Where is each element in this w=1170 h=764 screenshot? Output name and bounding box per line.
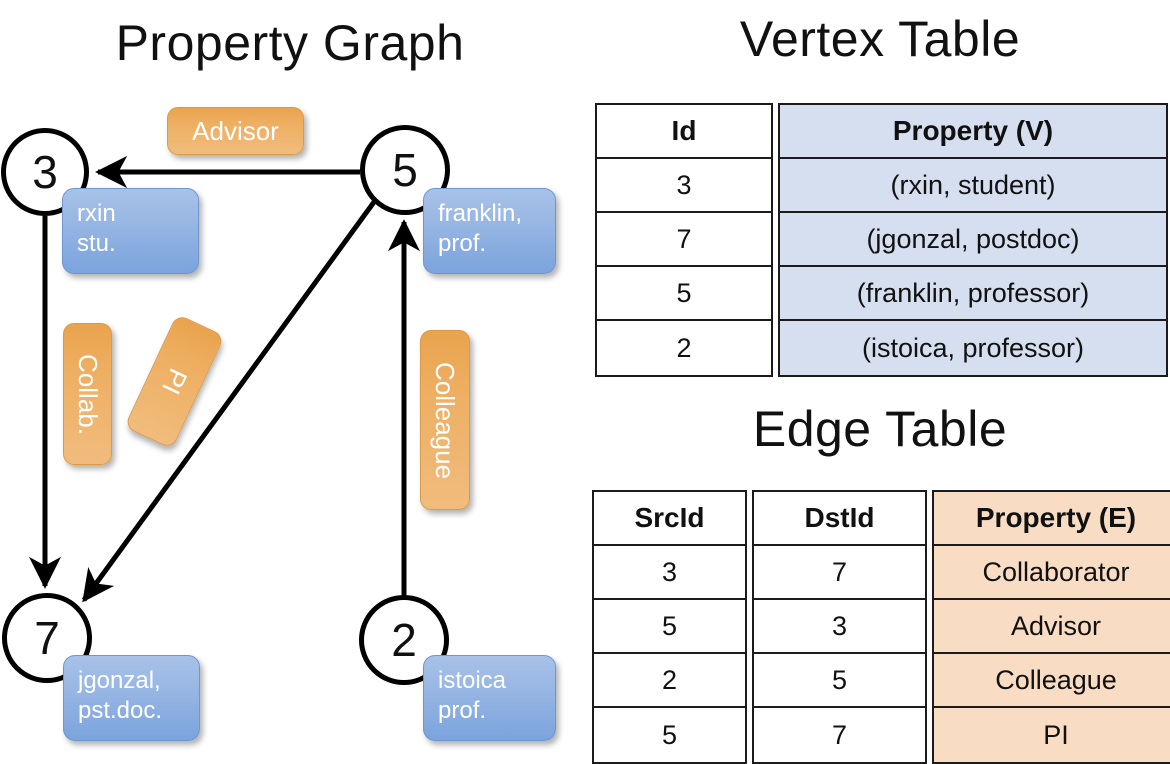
graph-node-5-label: 5 [392, 144, 418, 196]
page-title-property-graph: Property Graph [115, 15, 465, 71]
page-title-vertex-table: Vertex Table [739, 11, 1021, 67]
edge-table-column-dstid: DstId 7 3 5 7 [752, 490, 927, 764]
edge-table-column-property: Property (E) Collaborator Advisor Collea… [932, 490, 1170, 764]
graph-node-7-label: 7 [34, 612, 60, 664]
table-row: (franklin, professor) [780, 267, 1166, 321]
table-row: Advisor [934, 600, 1170, 654]
graph-edge-lines [28, 155, 421, 603]
table-row: 3 [754, 600, 925, 654]
table-row: 5 [597, 267, 771, 321]
edge-table: SrcId 3 5 2 5 DstId 7 3 5 7 Property (E)… [592, 490, 1170, 764]
table-row: Collaborator [934, 546, 1170, 600]
table-row: 3 [594, 546, 745, 600]
vertex-table: Id 3 7 5 2 Property (V) (rxin, student) … [595, 103, 1168, 377]
graph-node-3-label: 3 [32, 146, 58, 198]
edge-table-column-srcid: SrcId 3 5 2 5 [592, 490, 747, 764]
table-row: 7 [597, 213, 771, 267]
table-row: 3 [597, 159, 771, 213]
edge-label-colleague: Colleague [420, 330, 470, 510]
graph-node-2[interactable]: 2 [359, 595, 449, 685]
vertex-table-header-property: Property (V) [780, 105, 1166, 159]
edge-table-header-dstid: DstId [754, 492, 925, 546]
vertex-table-header-id: Id [597, 105, 771, 159]
graph-node-5[interactable]: 5 [360, 125, 450, 215]
edge-table-header-srcid: SrcId [594, 492, 745, 546]
table-row: 2 [594, 654, 745, 708]
vertex-property-bubble-5: franklin, prof. [423, 188, 556, 274]
edge-5-to-7 [81, 200, 377, 603]
table-row: (rxin, student) [780, 159, 1166, 213]
vertex-property-bubble-3: rxin stu. [62, 188, 199, 274]
edge-label-advisor: Advisor [167, 107, 304, 155]
table-row: (jgonzal, postdoc) [780, 213, 1166, 267]
table-row: 5 [594, 708, 745, 762]
vertex-property-bubble-7: jgonzal, pst.doc. [63, 655, 200, 741]
table-row: (istoica, professor) [780, 321, 1166, 375]
property-graph-diagram: 3 5 7 2 rxin stu. franklin, prof. jgonza… [0, 0, 580, 760]
vertex-table-column-id: Id 3 7 5 2 [595, 103, 773, 377]
table-row: 7 [754, 546, 925, 600]
edge-label-collab: Collab. [63, 323, 112, 465]
vertex-table-column-property: Property (V) (rxin, student) (jgonzal, p… [778, 103, 1168, 377]
table-row: 5 [754, 654, 925, 708]
vertex-property-bubble-2: istoica prof. [423, 655, 556, 741]
edge-table-header-property: Property (E) [934, 492, 1170, 546]
table-row: PI [934, 708, 1170, 762]
table-row: 2 [597, 321, 771, 375]
table-row: 7 [754, 708, 925, 762]
table-row: 5 [594, 600, 745, 654]
table-row: Colleague [934, 654, 1170, 708]
page-title-edge-table: Edge Table [752, 401, 1008, 457]
graph-node-2-label: 2 [391, 614, 417, 666]
